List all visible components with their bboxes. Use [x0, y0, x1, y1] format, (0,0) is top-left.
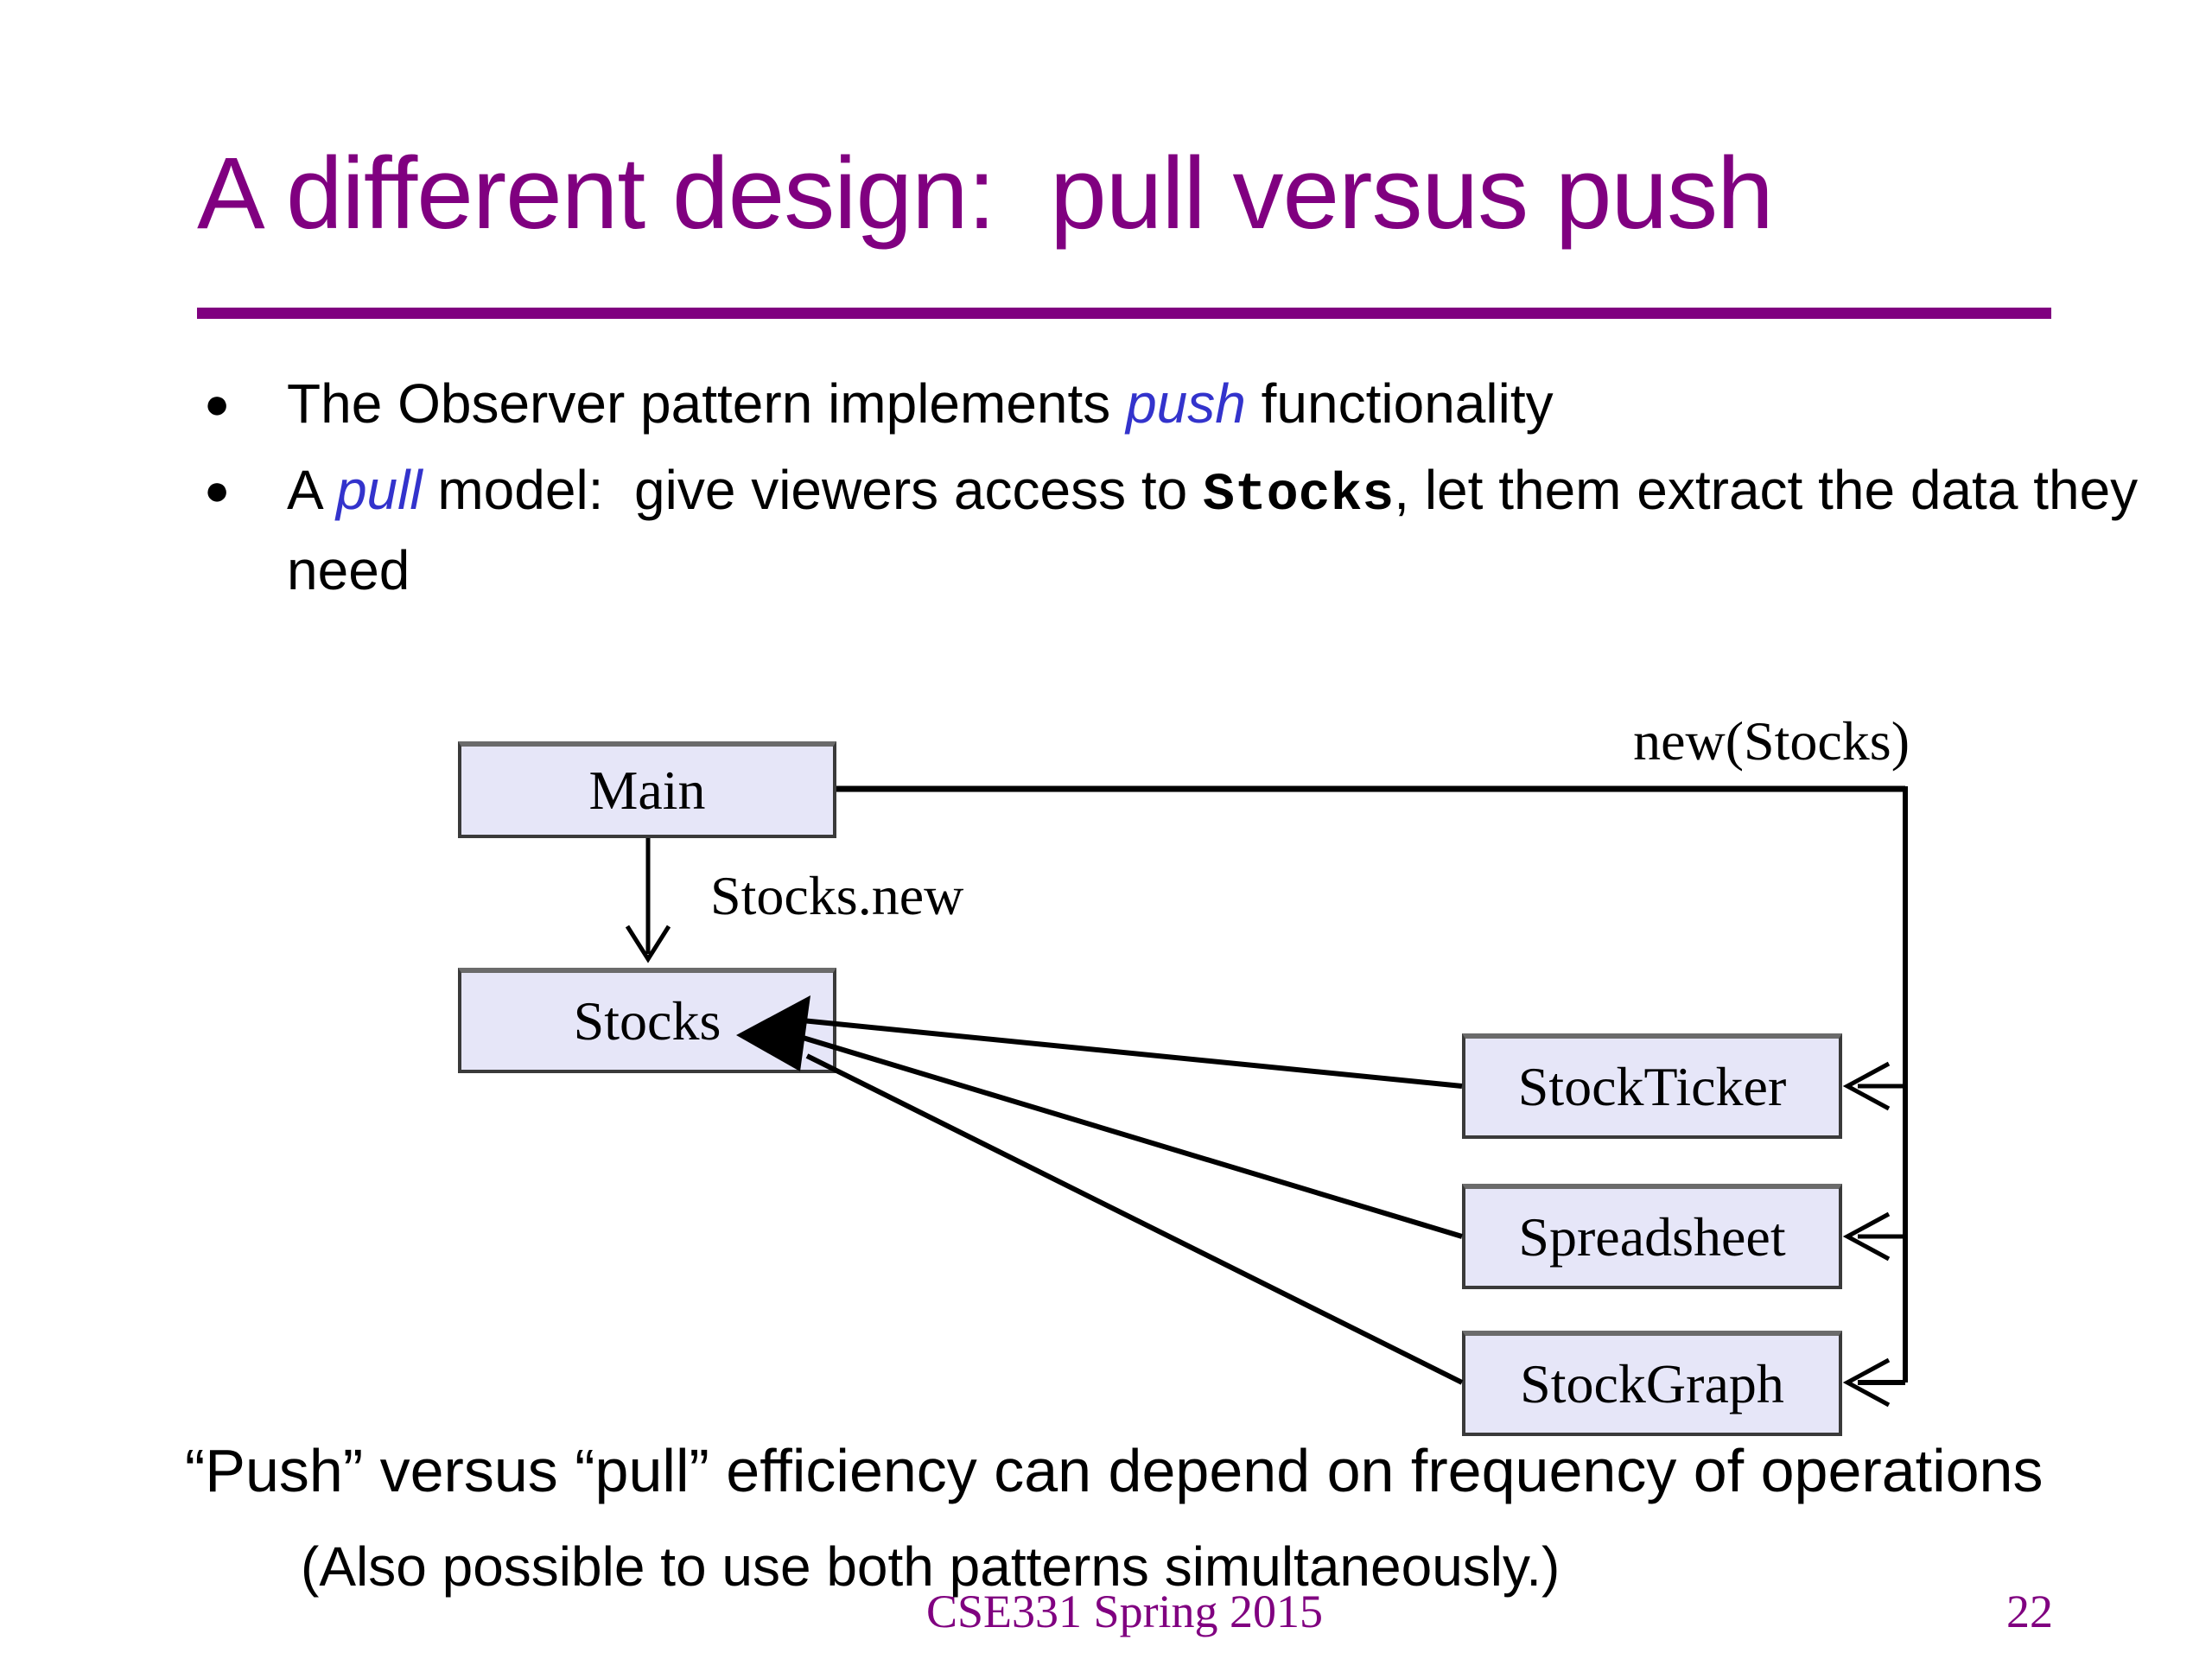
diagram-box-label: Spreadsheet	[1518, 1206, 1786, 1268]
bullet-segment-emphasis: pull	[335, 459, 423, 521]
edge-label-stocks-new: Stocks.new	[710, 865, 964, 926]
bullet-segment: A	[287, 459, 336, 521]
bullet-text: The Observer pattern implements push fun…	[287, 366, 2171, 441]
bullet-dot-icon: ●	[204, 379, 231, 428]
title-underline-rule	[197, 308, 2051, 319]
diagram-box-stockticker: StockTicker	[1462, 1033, 1842, 1139]
bullet-text: A pull model: give viewers access to Sto…	[287, 453, 2171, 607]
arrowhead-into-stockgraph-icon	[1842, 1357, 1891, 1408]
footer-course-label: CSE331 Spring 2015	[926, 1586, 1324, 1637]
bullet-dot-icon: ●	[204, 466, 231, 514]
arrowhead-into-stocks-top-icon	[625, 925, 671, 963]
bullet-segment-emphasis: push	[1126, 372, 1246, 435]
bullet-segment-code: Stocks	[1203, 466, 1395, 525]
bullet-segment: , let them extract the data they need	[287, 459, 2153, 601]
page-title: A different design: pull versus push	[197, 137, 1774, 251]
edge-spreadsheet-to-stocks	[799, 1034, 1463, 1239]
bullet-segment: model: give viewers access to	[422, 459, 1204, 521]
edge-stockgraph-to-stocks	[805, 1053, 1464, 1385]
arrowhead-into-spreadsheet-icon	[1842, 1211, 1891, 1262]
arrowhead-into-stockticker-icon	[1842, 1061, 1891, 1111]
bullet-segment: The Observer pattern implements	[287, 372, 1127, 435]
bullet-list: ● The Observer pattern implements push f…	[199, 366, 2186, 620]
edge-stockticker-to-stocks	[792, 1017, 1463, 1089]
note-both-patterns: (Also possible to use both patterns simu…	[301, 1535, 1560, 1598]
diagram-box-label: Stocks	[573, 990, 721, 1052]
footer-page-number: 22	[2006, 1586, 2053, 1637]
diagram-box-stockgraph: StockGraph	[1462, 1331, 1842, 1436]
diagram-box-label: Main	[588, 760, 706, 821]
bullet-item: ● A pull model: give viewers access to S…	[199, 453, 2186, 607]
diagram-box-stocks: Stocks	[458, 968, 836, 1073]
note-push-vs-pull: “Push” versus “pull” efficiency can depe…	[185, 1437, 2044, 1504]
bullet-segment: functionality	[1245, 372, 1554, 435]
bullet-item: ● The Observer pattern implements push f…	[199, 366, 2186, 441]
diagram-box-main: Main	[458, 741, 836, 838]
diagram-box-label: StockTicker	[1517, 1056, 1787, 1117]
diagram-box-label: StockGraph	[1520, 1353, 1784, 1414]
diagram-box-spreadsheet: Spreadsheet	[1462, 1184, 1842, 1289]
edge-label-new-stocks: new(Stocks)	[1633, 710, 1910, 772]
